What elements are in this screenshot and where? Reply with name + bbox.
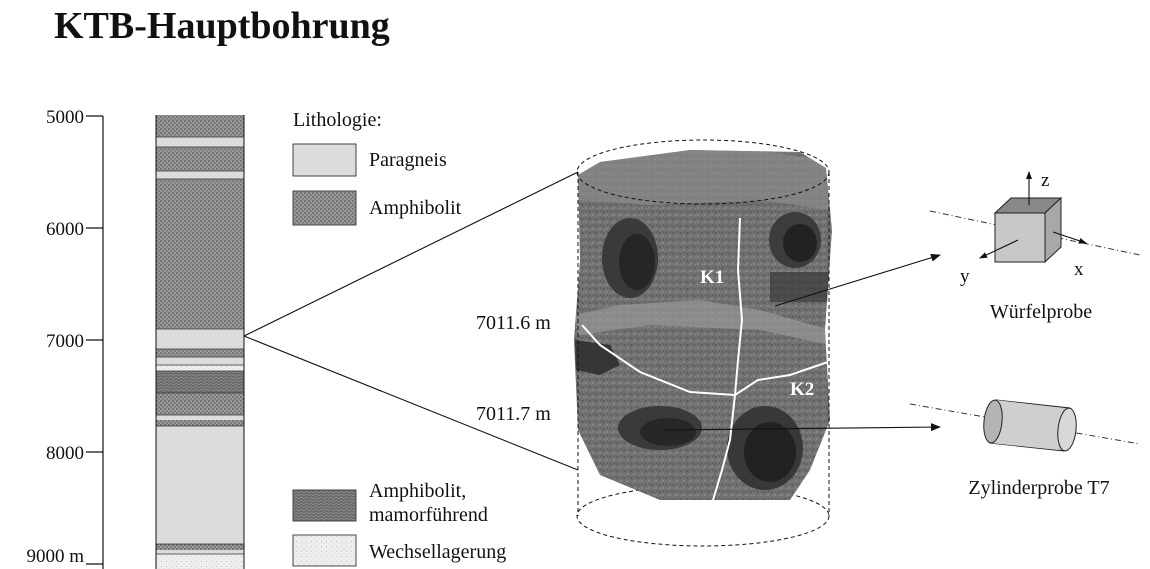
- axis-y-label: y: [960, 266, 970, 287]
- depth-ticks: [86, 116, 103, 564]
- legend-swatch-amphibolit-marble: [293, 490, 356, 521]
- legend-label-amphibolit-marble-line2: mamorführend: [369, 504, 488, 526]
- legend-label-wechsellagerung: Wechsellagerung: [369, 541, 506, 563]
- cube-sample: [930, 172, 1140, 262]
- depth-tick-label: 7000: [46, 331, 84, 352]
- legend-swatch-wechsellagerung: [293, 535, 356, 566]
- core-depth-lower: 7011.7 m: [476, 403, 551, 425]
- lithology-column: [156, 115, 244, 569]
- axis-x-label: x: [1074, 259, 1084, 280]
- depth-tick-label: 9000 m: [26, 546, 84, 567]
- core-depth-upper: 7011.6 m: [476, 312, 551, 334]
- legend-label-amphibolit-marble-line1: Amphibolit,: [369, 480, 466, 502]
- legend-swatch-paragneis: [293, 144, 356, 176]
- drill-core: K1 K2: [570, 140, 840, 546]
- fracture-k1-label: K1: [700, 267, 724, 288]
- cylinder-sample-label: Zylinderprobe T7: [968, 477, 1109, 499]
- depth-tick-label: 8000: [46, 443, 84, 464]
- legend-heading: Lithologie:: [293, 109, 382, 131]
- depth-tick-label: 6000: [46, 219, 84, 240]
- legend-swatch-amphibolit: [293, 191, 356, 225]
- legend-label-amphibolit: Amphibolit: [369, 197, 462, 219]
- cube-sample-label: Würfelprobe: [990, 301, 1092, 323]
- legend-label-paragneis: Paragneis: [369, 149, 447, 171]
- cylinder-sample: [910, 399, 1140, 452]
- depth-tick-label: 5000: [46, 107, 84, 128]
- axis-z-label: z: [1041, 170, 1049, 191]
- fracture-k2-label: K2: [790, 379, 814, 400]
